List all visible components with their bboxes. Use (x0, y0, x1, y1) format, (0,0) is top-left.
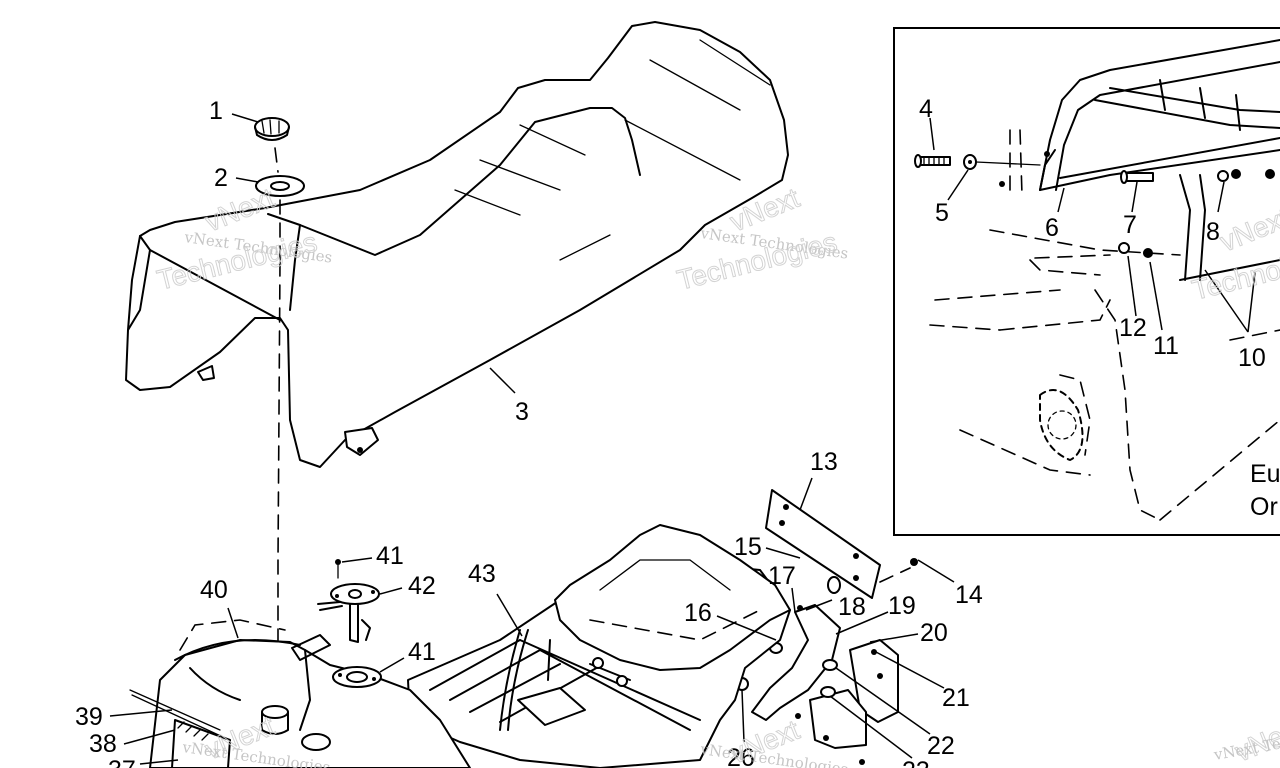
callout-38: 38 (89, 730, 117, 758)
seat-assembly (125, 21, 789, 468)
inset-detail (893, 27, 1280, 536)
callout-19: 19 (888, 592, 916, 620)
callout-43: 43 (468, 560, 496, 588)
license-plate-bracket (765, 489, 918, 599)
callout-10: 10 (1238, 344, 1266, 372)
callout-21: 21 (942, 684, 970, 712)
seat-body (125, 21, 789, 468)
callout-5: 5 (935, 199, 949, 227)
callout-14: 14 (955, 581, 983, 609)
tail-bracket (735, 576, 899, 765)
callout-1: 1 (209, 97, 223, 125)
inset-note-line2: Or (1250, 493, 1278, 521)
seat-frame (407, 524, 791, 768)
callout-numbers: 1 2 3 4 5 6 7 8 10 11 12 13 14 15 16 17 … (75, 95, 1280, 768)
callout-2: 2 (214, 164, 228, 192)
callout-6: 6 (1045, 214, 1059, 242)
callout-40: 40 (200, 576, 228, 604)
callout-41-top: 41 (376, 542, 404, 570)
fuel-cap (254, 117, 290, 141)
callout-20: 20 (920, 619, 948, 647)
fuel-sender (317, 559, 382, 688)
callout-22: 22 (927, 732, 955, 760)
fuel-cap-gasket (255, 175, 305, 197)
callout-26: 26 (727, 744, 755, 768)
fuel-tank (129, 619, 471, 768)
callout-7: 7 (1123, 211, 1137, 239)
callout-13: 13 (810, 448, 838, 476)
callout-3: 3 (515, 398, 529, 426)
callout-8: 8 (1206, 218, 1220, 246)
callout-41-bottom: 41 (408, 638, 436, 666)
inset-frame (893, 27, 1280, 536)
callout-18: 18 (838, 593, 866, 621)
callout-4: 4 (919, 95, 933, 123)
callout-16: 16 (684, 599, 712, 627)
callout-37: 37 (108, 756, 136, 768)
callout-42: 42 (408, 572, 436, 600)
callout-17: 17 (768, 562, 796, 590)
callout-15: 15 (734, 533, 762, 561)
inset-note-line1: Eu (1250, 460, 1280, 488)
callout-23: 23 (902, 757, 930, 768)
leader-lines (109, 113, 955, 765)
callout-39: 39 (75, 703, 103, 731)
callout-12: 12 (1119, 314, 1147, 342)
callout-11: 11 (1153, 332, 1179, 360)
